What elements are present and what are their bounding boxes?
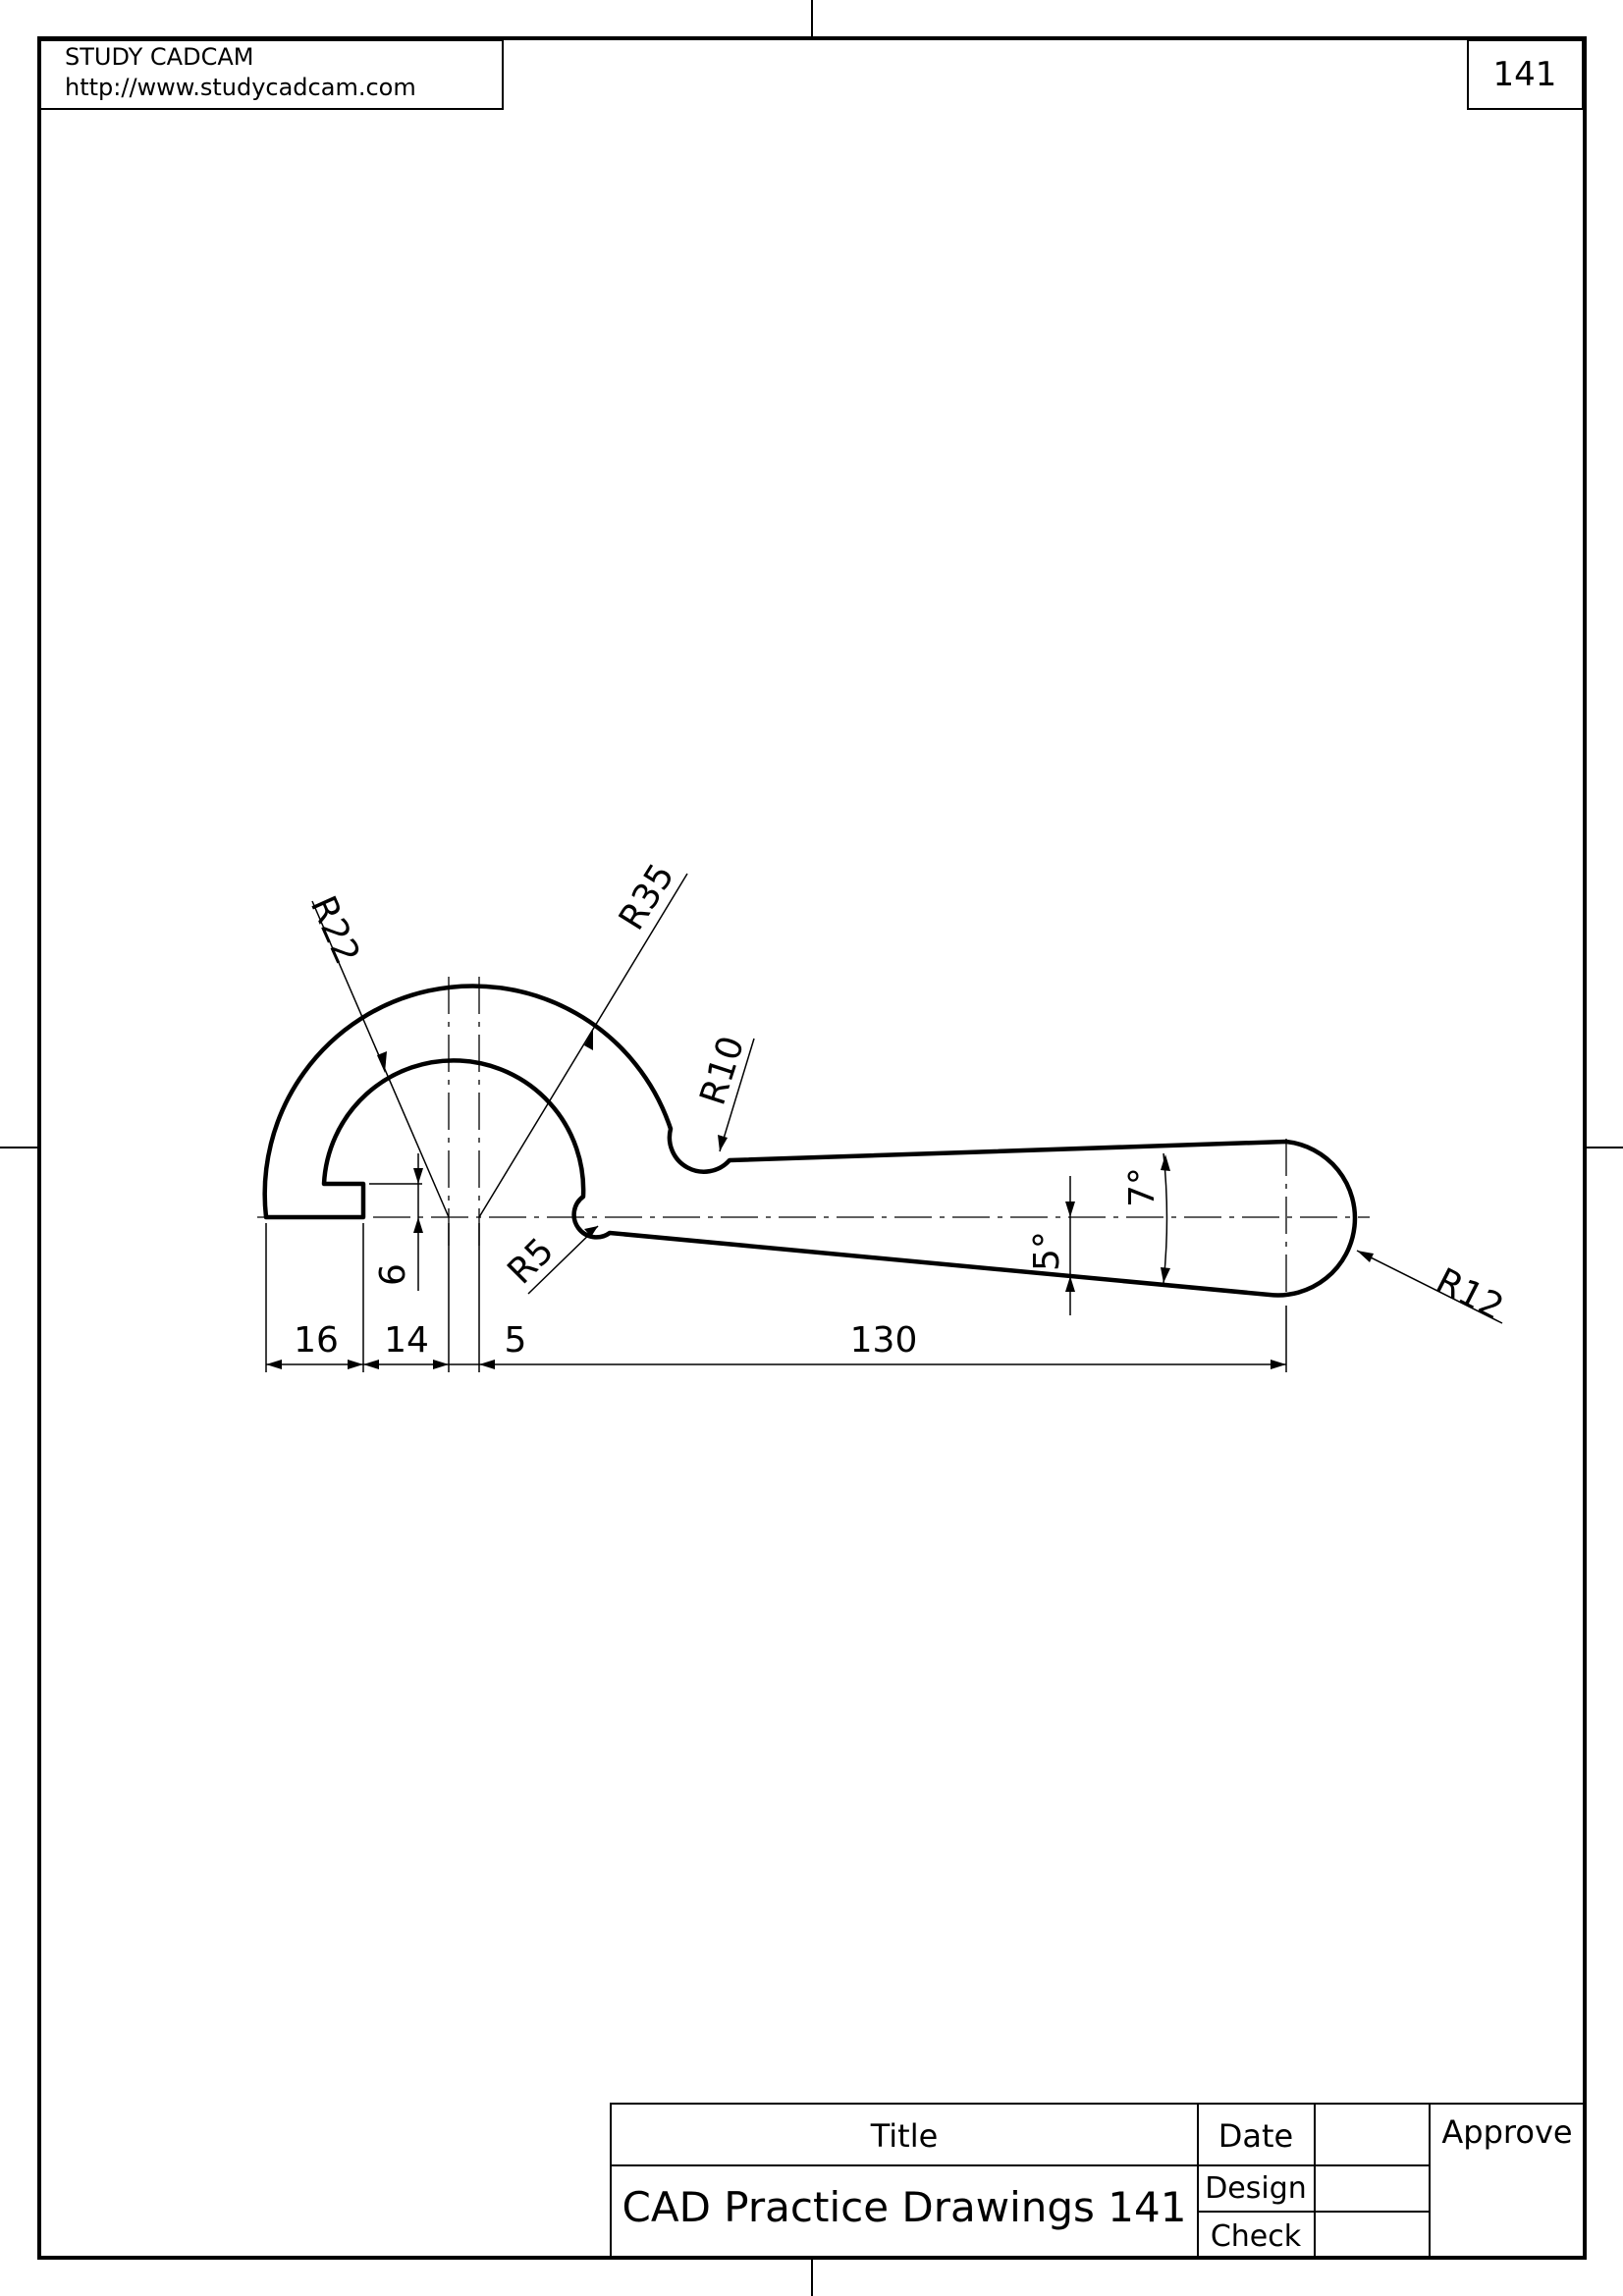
approve-label: Approve <box>1441 2113 1572 2151</box>
dim-r22: R22 <box>302 890 367 970</box>
title-block: Title CAD Practice Drawings 141 Date Des… <box>610 2103 1586 2259</box>
dimension-labels: R22 R35 R10 R5 R12 6 16 14 5 130 7° 5° <box>294 857 1510 1361</box>
title-label: Title <box>870 2117 939 2155</box>
dim-130: 130 <box>850 1320 918 1361</box>
company-website: http://www.studycadcam.com <box>65 74 416 101</box>
dim-14: 14 <box>384 1320 429 1361</box>
dim-r5: R5 <box>500 1230 562 1292</box>
title-value: CAD Practice Drawings 141 <box>622 2183 1187 2231</box>
dim-r35: R35 <box>612 857 682 937</box>
check-label: Check <box>1211 2219 1302 2254</box>
dim-angle-7: 7° <box>1122 1167 1163 1207</box>
sheet-number-box: 141 <box>1467 39 1584 110</box>
dim-r10: R10 <box>693 1032 753 1110</box>
dimension-lines <box>265 873 1503 1372</box>
company-box: STUDY CADCAM http://www.studycadcam.com <box>38 39 504 110</box>
sheet-number: 141 <box>1493 55 1557 94</box>
dim-angle-5: 5° <box>1027 1231 1067 1271</box>
design-label: Design <box>1205 2171 1307 2206</box>
part-outline <box>262 984 1358 1298</box>
center-lines <box>257 977 1370 1296</box>
date-label: Date <box>1218 2117 1293 2155</box>
dim-6: 6 <box>373 1263 413 1286</box>
dim-5: 5 <box>505 1320 527 1361</box>
dim-16: 16 <box>294 1320 339 1361</box>
company-name: STUDY CADCAM <box>65 43 253 71</box>
dim-r12: R12 <box>1430 1260 1510 1328</box>
